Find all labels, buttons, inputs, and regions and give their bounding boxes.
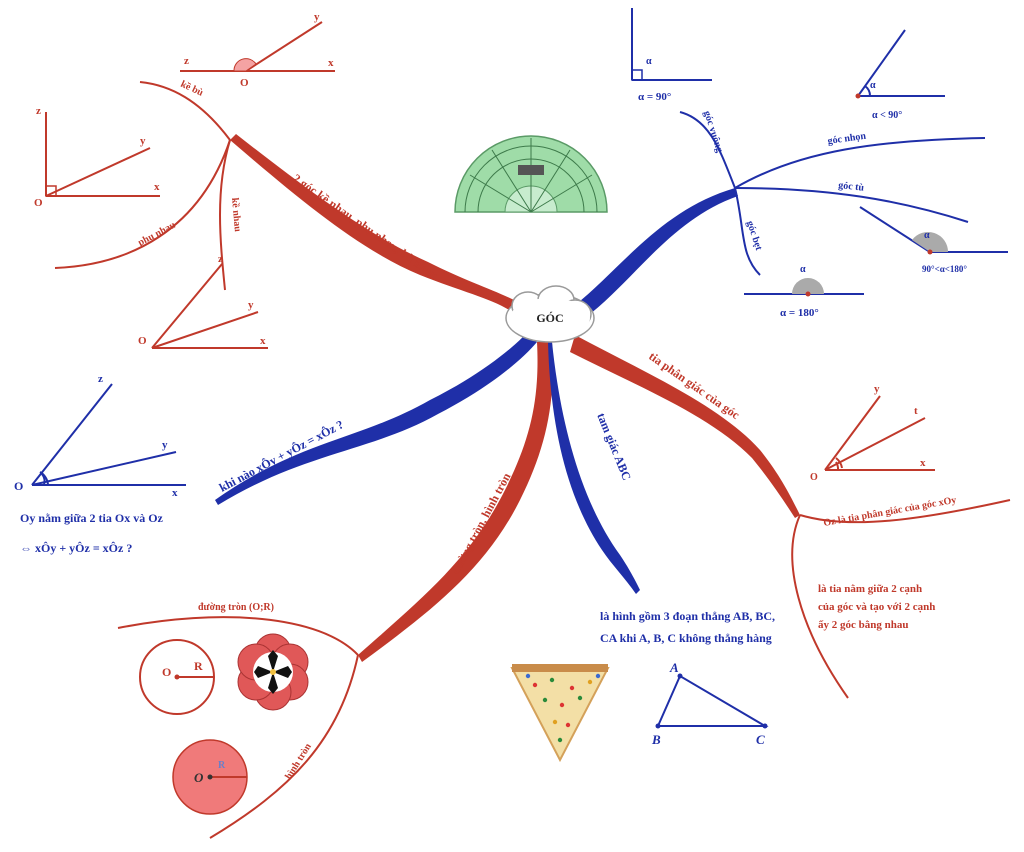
pt-comp-z: z <box>36 105 41 117</box>
alpha-acute: α <box>870 80 876 91</box>
pt-B: B <box>651 732 661 747</box>
note-triangle-2: CA khi A, B, C không thẳng hàng <box>600 631 772 645</box>
pt-adj-O: O <box>138 335 147 347</box>
pt-adj-z: z <box>218 253 223 265</box>
sub-straight <box>734 187 761 276</box>
center-label: GÓC <box>536 311 563 325</box>
branch-bisector <box>570 335 800 518</box>
pt-sum-x: x <box>172 487 178 499</box>
label-triangle: tam giác ABC <box>594 411 634 482</box>
pt-comp-x: x <box>154 181 160 193</box>
label-adjacent: 2 góc kề nhau, phụ nhau, bù nhau <box>290 171 441 282</box>
sub-bisector-long <box>791 514 849 699</box>
pt-circle-O: O <box>162 665 171 679</box>
pt-adj-y: y <box>248 299 254 311</box>
sub-circle-line <box>117 616 359 656</box>
pt-bis-t: t <box>914 405 918 417</box>
pt-bis-y: y <box>874 383 880 395</box>
alpha-straight: α <box>800 264 806 275</box>
figure-supplementary <box>180 21 335 72</box>
label-alpha-lt90: α < 90° <box>872 110 902 121</box>
label-obtuse: góc tù <box>838 180 865 194</box>
figure-straight-angle <box>744 278 864 297</box>
center-cloud: GÓC <box>505 285 595 343</box>
label-alpha-obtuse: 90°<α<180° <box>922 264 967 274</box>
label-disk: hình tròn <box>283 741 314 781</box>
pizza-slice-icon <box>510 664 610 763</box>
pt-sup-z: z <box>184 55 189 67</box>
pt-bis-O: O <box>810 472 818 483</box>
note-sum-1: Oy nằm giữa 2 tia Ox và Oz <box>20 511 164 525</box>
label-circle-sub: đường tròn (O;R) <box>198 602 274 613</box>
note-bisector-2: của góc và tạo với 2 cạnh <box>818 601 935 613</box>
branch-adjacent <box>230 134 522 318</box>
sub-right <box>679 111 736 189</box>
alpha-obtuse: α <box>924 230 930 241</box>
branch-kinds <box>575 188 738 318</box>
flower-rosette-icon <box>233 632 313 712</box>
pt-bis-x: x <box>920 457 926 469</box>
figure-right-angle <box>631 8 712 81</box>
label-alpha-90: α = 90° <box>638 91 671 103</box>
figure-sum-angle <box>31 383 186 486</box>
figure-circle <box>139 639 215 715</box>
label-bisector-def: Oz là tia phân giác của góc xOy <box>823 495 958 529</box>
pt-disk-R: R <box>218 760 226 771</box>
label-acute: góc nhọn <box>827 131 867 147</box>
pt-sup-x: x <box>328 57 334 69</box>
pt-circle-R: R <box>194 659 203 673</box>
branch-sum <box>215 335 537 505</box>
sub-complementary <box>54 139 231 269</box>
figure-acute-angle <box>857 29 945 97</box>
sub-obtuse <box>734 187 969 223</box>
pt-sup-y: y <box>314 11 320 23</box>
pt-disk-O: O <box>194 770 204 785</box>
note-sum-2: ⇔ xÔy + yÔz = xÔz ? <box>20 541 132 555</box>
pt-sum-O: O <box>14 479 23 493</box>
label-straight: góc bẹt <box>744 220 764 253</box>
alpha-right: α <box>646 56 652 67</box>
protractor-icon <box>454 135 608 213</box>
figure-bisector <box>824 395 935 471</box>
figure-triangle <box>655 673 769 729</box>
pt-sum-y: y <box>162 439 168 451</box>
label-right: góc vuông <box>701 110 725 154</box>
label-alpha-180: α = 180° <box>780 307 819 319</box>
sub-supplementary <box>139 81 231 141</box>
sub-bisector-def <box>799 499 1011 524</box>
pt-sum-z: z <box>98 373 103 385</box>
note-triangle-1: là hình gồm 3 đoạn thẳng AB, BC, <box>600 609 775 623</box>
label-adjacent-sub: kề nhau <box>229 197 243 232</box>
pt-A: A <box>669 660 679 675</box>
label-complementary: phụ nhau <box>136 220 178 249</box>
pt-sup-O: O <box>240 77 249 89</box>
note-bisector-3: ấy 2 góc bằng nhau <box>818 619 908 631</box>
figure-disk <box>172 739 248 815</box>
branch-triangle <box>548 342 640 594</box>
pt-adj-x: x <box>260 335 266 347</box>
figure-adjacent <box>151 263 268 349</box>
figure-complementary <box>45 112 160 197</box>
pt-comp-O: O <box>34 197 43 209</box>
pt-C: C <box>756 732 765 747</box>
sub-adjacent <box>219 139 231 291</box>
sub-disk-line <box>209 654 359 839</box>
pt-comp-y: y <box>140 135 146 147</box>
branch-circle <box>358 342 553 662</box>
sub-acute <box>734 137 986 189</box>
note-bisector-1: là tia nằm giữa 2 cạnh <box>818 583 922 595</box>
